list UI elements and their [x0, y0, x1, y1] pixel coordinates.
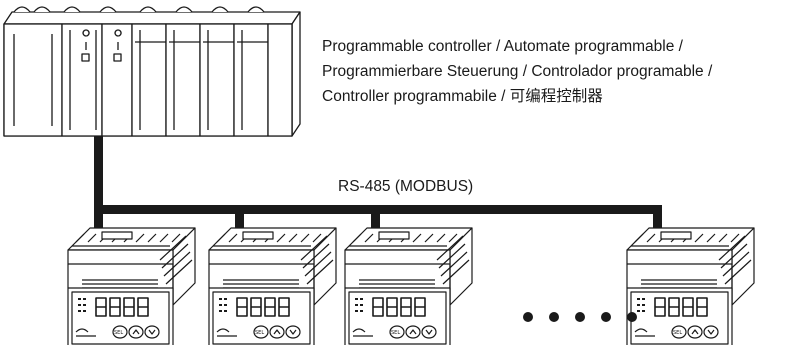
ellipsis-dot [601, 312, 611, 322]
bus-trunk-line [94, 205, 662, 214]
temperature-controller-4 [626, 227, 755, 345]
plc-drop-line [94, 136, 103, 253]
ellipsis-dot [627, 312, 637, 322]
plc-label-line-1: Programmable controller / Automate progr… [322, 38, 683, 55]
plc-label-line-2: Programmierbare Steuerung / Controlador … [322, 63, 713, 80]
ellipsis-dots [523, 312, 637, 322]
temperature-controller-1 [67, 227, 196, 345]
plc-label-line-3: Controller programmabile / 可编程控制器 [322, 88, 603, 105]
temperature-controller-3 [344, 227, 473, 345]
ellipsis-dot [523, 312, 533, 322]
plc-rack [3, 6, 301, 137]
ellipsis-dot [575, 312, 585, 322]
plc-label: Programmable controller / Automate progr… [322, 34, 787, 109]
ellipsis-dot [549, 312, 559, 322]
temperature-controller-2 [208, 227, 337, 345]
bus-label: RS-485 (MODBUS) [338, 178, 474, 195]
